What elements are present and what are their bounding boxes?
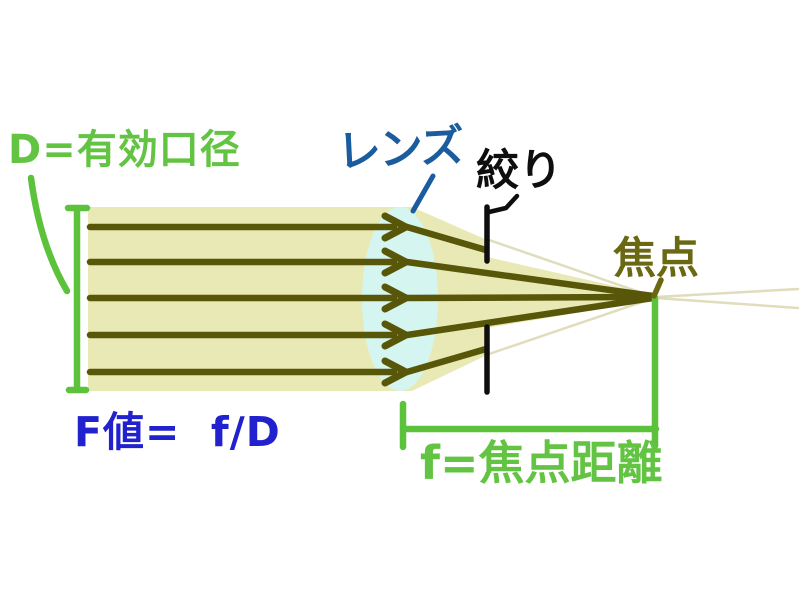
faint-ray-top [487, 238, 656, 299]
focal-point-tick [651, 277, 664, 299]
focal-length-label: f=焦点距離 [420, 436, 663, 490]
refracted-ray-4 [403, 294, 657, 339]
faint-ray-beyond-focus-up [654, 287, 800, 299]
lens-label: レンズ [335, 120, 464, 178]
aperture-leader-line [486, 193, 520, 215]
aperture-stop-label: 絞り [476, 146, 562, 196]
refracted-ray-3-axis [403, 293, 655, 302]
beam-converging-region [487, 257, 654, 328]
faint-ray-bottom [487, 296, 656, 356]
f-number-formula-label: F値= f/D [74, 408, 281, 456]
refracted-ray-1-blocked [403, 223, 490, 254]
lens-leader-line [410, 173, 436, 214]
diameter-leader-line [27, 174, 71, 295]
faint-ray-beyond-focus-down [654, 296, 800, 310]
effective-aperture-label: D=有効口径 [8, 127, 241, 173]
focal-point-label: 焦点 [613, 234, 699, 284]
refracted-ray-2 [403, 258, 657, 300]
refracted-ray-5-blocked [403, 345, 490, 376]
